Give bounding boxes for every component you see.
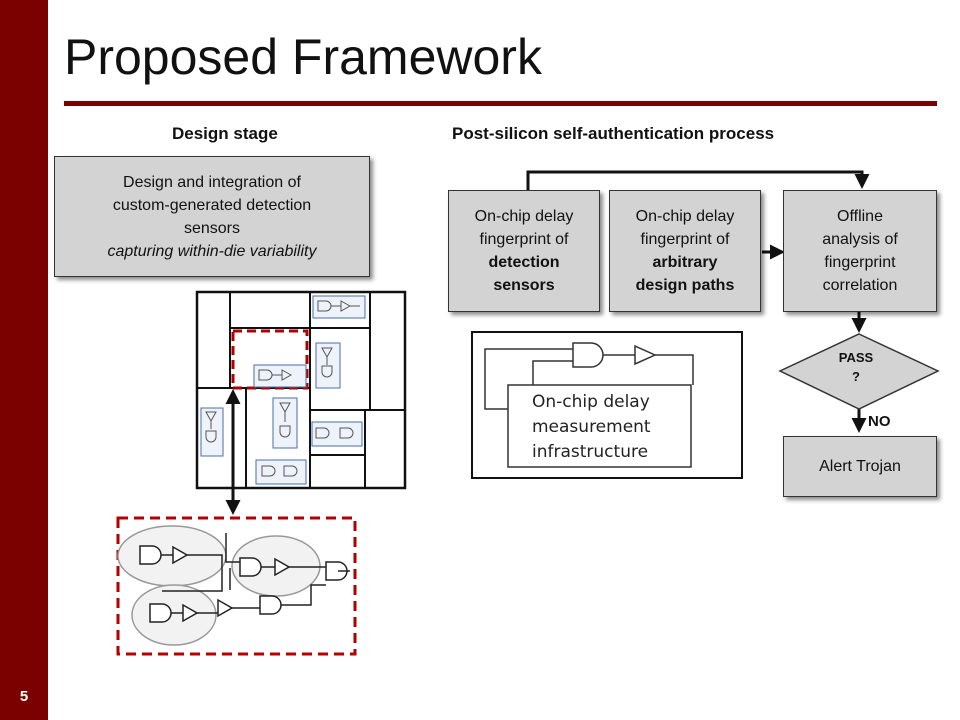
offline-box-line2: analysis of bbox=[822, 231, 898, 248]
offline-analysis-box: Offline analysis of fingerprint correlat… bbox=[783, 190, 937, 312]
pass-decision-diamond bbox=[778, 333, 940, 410]
sensor-glyphs bbox=[200, 295, 366, 485]
design-box-line3: sensors bbox=[183, 219, 241, 237]
arbitrary-box-line3: arbitrary bbox=[652, 254, 718, 271]
detection-sensors-box: On-chip delay fingerprint of detection s… bbox=[448, 190, 600, 312]
arbitrary-paths-box: On-chip delay fingerprint of arbitrary d… bbox=[609, 190, 761, 312]
arbitrary-box-line4: design paths bbox=[635, 277, 735, 294]
pass-decision-label: PASS ? bbox=[806, 348, 906, 386]
chip-floorplan bbox=[195, 290, 407, 490]
design-box-line2: custom-generated detection bbox=[112, 196, 312, 214]
slide-number: 5 bbox=[19, 688, 29, 705]
post-silicon-heading: Post-silicon self-authentication process bbox=[452, 124, 775, 143]
detection-box-line3: detection bbox=[488, 254, 560, 271]
arbitrary-box-line1: On-chip delay bbox=[635, 208, 735, 225]
design-box-line1: Design and integration of bbox=[123, 173, 301, 191]
offline-box-line4: correlation bbox=[822, 277, 898, 294]
title-underline bbox=[64, 101, 937, 106]
no-branch-label: NO bbox=[868, 413, 891, 430]
measurement-infrastructure-label: On-chip delay measurement infrastructure bbox=[532, 390, 651, 465]
design-integration-box: Design and integration of custom-generat… bbox=[54, 156, 370, 277]
arbitrary-box-line2: fingerprint of bbox=[640, 231, 730, 248]
alert-trojan-label: Alert Trojan bbox=[819, 458, 901, 475]
measurement-line3: infrastructure bbox=[532, 442, 649, 462]
offline-box-line1: Offline bbox=[837, 208, 883, 225]
feedback-connector bbox=[526, 170, 870, 190]
slide-title: Proposed Framework bbox=[64, 29, 542, 85]
measurement-line2: measurement bbox=[532, 417, 651, 437]
alert-trojan-box: Alert Trojan bbox=[783, 436, 937, 497]
detection-box-line4: sensors bbox=[493, 277, 555, 294]
pass-decision-line2: ? bbox=[852, 369, 860, 384]
sidebar-bar bbox=[0, 0, 48, 720]
offline-box-line3: fingerprint bbox=[824, 254, 896, 271]
pass-decision-line1: PASS bbox=[838, 350, 874, 365]
measurement-line1: On-chip delay bbox=[532, 392, 650, 412]
detection-box-line2: fingerprint of bbox=[479, 231, 569, 248]
detection-box-line1: On-chip delay bbox=[474, 208, 574, 225]
selected-region-dashed-box bbox=[231, 329, 309, 390]
design-stage-heading: Design stage bbox=[172, 124, 278, 143]
zoomed-circuit bbox=[117, 525, 350, 646]
design-box-line4: capturing within-die variability bbox=[107, 242, 317, 260]
zoomed-circuit-dashed-box bbox=[116, 516, 357, 656]
measurement-circuit bbox=[484, 342, 694, 468]
